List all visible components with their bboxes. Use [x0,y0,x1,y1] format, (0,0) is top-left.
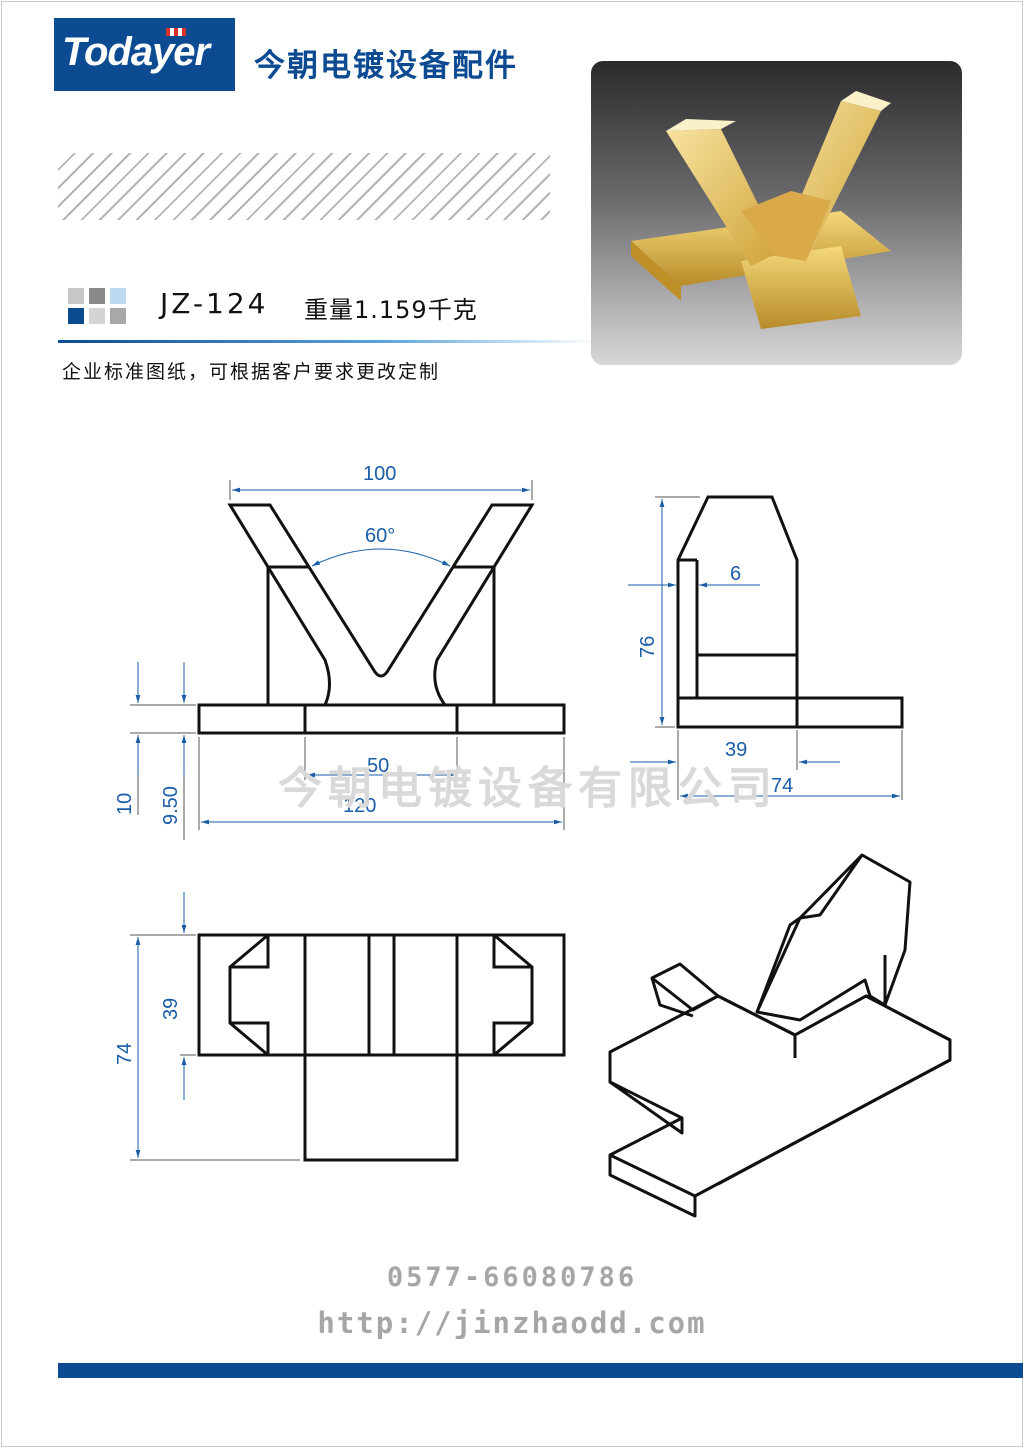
dim-label: 76 [637,636,659,658]
front-view [197,503,566,735]
website-link[interactable]: http://jinzhaodd.com [317,1306,707,1340]
drawing-note: 企业标准图纸，可根据客户要求更改定制 [62,361,441,383]
plan-dimensions [130,892,300,1161]
side-dimensions [628,496,903,800]
dim-label: 39 [725,739,747,761]
dim-label: 74 [771,775,793,797]
watermark: 今朝电镀设备有限公司 [278,763,778,814]
product-render [631,91,891,329]
dim-label: 120 [343,795,376,817]
front-dimension-labels: 100 60° 50 120 10 9.50 [114,463,396,825]
plan-view [197,933,566,1162]
swatch-square [68,308,84,324]
brand-name: 今朝电镀设备配件 [254,48,518,84]
side-dimension-labels: 6 76 39 74 [637,563,793,797]
swatch-square [89,288,105,304]
checkered-flag-icon [166,28,186,36]
swatch-square [110,308,126,324]
dim-label: 9.50 [160,786,182,825]
dim-label: 74 [114,1043,136,1065]
product-photo [591,61,962,365]
title-rule [58,340,598,343]
swatch-square [110,288,126,304]
footer-bar [58,1363,1023,1378]
swatch-square [89,308,105,324]
dim-label: 6 [730,563,741,585]
dim-label: 39 [160,998,182,1020]
brand-logo: Todayer [54,18,235,91]
side-view [676,495,904,729]
logo-text: Todayer [62,30,210,74]
swatch-square [68,288,84,304]
product-code: JZ-124 [160,287,269,320]
dim-label: 50 [367,755,389,777]
dim-label: 10 [114,793,136,815]
contact-phone: 0577-66080786 [386,1262,638,1293]
hatch-decoration [58,153,550,220]
dim-label: 60° [365,525,395,547]
plan-dimension-labels: 39 74 [114,998,182,1065]
dim-label: 100 [363,463,396,485]
product-weight: 重量1.159千克 [304,296,478,324]
isometric-view [608,853,952,1218]
front-dimensions [130,480,565,840]
